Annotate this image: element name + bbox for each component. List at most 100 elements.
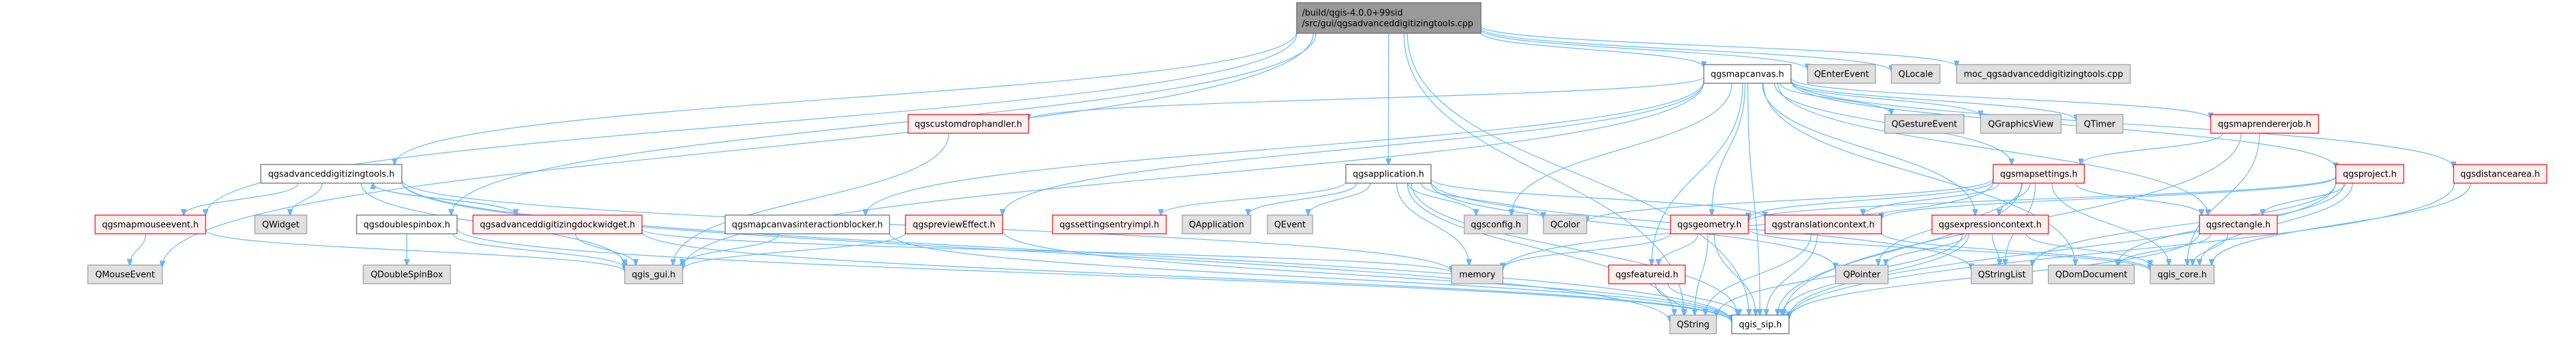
node-qgsproject[interactable]: qgsproject.h — [2335, 164, 2404, 184]
node-box — [1608, 264, 1686, 284]
node-label: qgsapplication.h — [1353, 170, 1424, 180]
node-qgis_sip[interactable]: qgis_sip.h — [1731, 314, 1790, 334]
node-label: QApplication — [1189, 220, 1244, 230]
node-qgscustomdrophandler[interactable]: qgscustomdrophandler.h — [907, 114, 1029, 134]
node-qgsgeometry[interactable]: qgsgeometry.h — [1670, 214, 1749, 234]
node-qgsmapsettings[interactable]: qgsmapsettings.h — [1993, 164, 2085, 184]
node-qgsmaprendererjob[interactable]: qgsmaprendererjob.h — [2210, 114, 2319, 134]
node-QLocale[interactable]: QLocale — [1891, 64, 1941, 84]
node-qgsadvanceddigitizingtools[interactable]: qgsadvanceddigitizingtools.h — [260, 164, 402, 184]
node-qgsapplication[interactable]: qgsapplication.h — [1345, 164, 1432, 184]
edge-qgsmapmouseevent-to-QMouseEvent — [130, 233, 146, 265]
node-qgstranslationcontext[interactable]: qgstranslationcontext.h — [1764, 214, 1882, 234]
node-box — [1670, 214, 1749, 234]
node-QStringList[interactable]: QStringList — [1971, 264, 2033, 284]
node-label: qgsdoublespinbox.h — [363, 220, 450, 230]
edge-root-to-qgsdoublespinbox — [451, 33, 1317, 215]
node-box — [1891, 64, 1941, 84]
edge-qgsapplication-to-QEvent — [1308, 182, 1371, 215]
node-QGestureEvent[interactable]: QGestureEvent — [1884, 114, 1965, 134]
node-QTimer[interactable]: QTimer — [2076, 114, 2124, 134]
node-qgsmapcanvasinteractionblocker[interactable]: qgsmapcanvasinteractionblocker.h — [724, 214, 890, 234]
edges-layer — [130, 25, 2472, 322]
node-box — [2335, 164, 2404, 184]
node-label: qgsrectangle.h — [2206, 220, 2271, 230]
node-QGraphicsView[interactable]: QGraphicsView — [1980, 114, 2062, 134]
edge-root-to-QEnterEvent — [1480, 29, 1808, 70]
node-label: qgsgeometry.h — [1677, 220, 1742, 230]
edge-qgsexpressioncontext-to-QPointer — [1886, 233, 1967, 265]
node-label: QGestureEvent — [1891, 120, 1957, 130]
node-box — [1993, 164, 2085, 184]
node-box — [1345, 164, 1432, 184]
node-label: QWidget — [262, 220, 299, 230]
node-box — [1703, 64, 1792, 84]
node-QMouseEvent[interactable]: QMouseEvent — [87, 264, 163, 284]
nodes-layer: /build/qgis-4.0.0+99sid/src/gui/qgsadvan… — [87, 2, 2547, 334]
edge-root-to-qgsapplication — [1388, 33, 1389, 165]
node-QColor[interactable]: QColor — [1543, 214, 1587, 234]
edge-qgsmapcanvas-to-QDomDocument — [1762, 83, 2076, 265]
node-label: qgsmapsettings.h — [2000, 170, 2077, 180]
node-label: qgis_core.h — [2158, 270, 2207, 280]
node-qgsdistancearea[interactable]: qgsdistancearea.h — [2453, 164, 2547, 184]
node-box — [1267, 214, 1313, 234]
node-label: QMouseEvent — [95, 270, 155, 280]
node-label: qgsmapcanvasinteractionblocker.h — [732, 220, 883, 230]
edge-qgsapplication-to-QColor — [1420, 182, 1543, 218]
node-moc[interactable]: moc_qgsadvanceddigitizingtools.cpp — [1956, 64, 2131, 84]
node-label: qgspreviewEffect.h — [913, 220, 995, 230]
node-qgsmapcanvas[interactable]: qgsmapcanvas.h — [1703, 64, 1792, 84]
node-QString[interactable]: QString — [1669, 314, 1717, 334]
edge-qgsgeometry-to-qgsfeatureid — [1659, 233, 1698, 265]
node-QDomDocument[interactable]: QDomDocument — [2048, 264, 2135, 284]
node-QDoubleSpinBox[interactable]: QDoubleSpinBox — [363, 264, 451, 284]
edge-qgstranslationcontext-to-qgis_sip — [1766, 233, 1818, 315]
node-qgsmapmouseevent[interactable]: qgsmapmouseevent.h — [94, 214, 206, 234]
node-qgspreviewEffect[interactable]: qgspreviewEffect.h — [905, 214, 1003, 234]
node-qgsconfig[interactable]: qgsconfig.h — [1464, 214, 1528, 234]
edge-qgsmapcanvas-to-qgsrectangle — [1777, 83, 2208, 215]
node-qgis_core[interactable]: qgis_core.h — [2150, 264, 2215, 284]
node-qgsexpressioncontext[interactable]: qgsexpressioncontext.h — [1931, 214, 2049, 234]
node-QEvent[interactable]: QEvent — [1267, 214, 1313, 234]
node-label: QEvent — [1274, 220, 1305, 230]
edge-qgsmapcanvas-to-qgis_gui — [683, 81, 1704, 269]
node-box — [2150, 264, 2215, 284]
node-qgsrectangle[interactable]: qgsrectangle.h — [2199, 214, 2278, 234]
edge-qgsmapsettings-to-qgsrectangle — [2075, 182, 2201, 215]
node-QWidget[interactable]: QWidget — [254, 214, 307, 234]
node-qgssettingsentryimpl[interactable]: qgssettingsentryimpl.h — [1052, 214, 1167, 234]
edge-qgsmapmouseevent-to-qgis_gui — [205, 229, 625, 272]
node-memory[interactable]: memory — [1451, 264, 1504, 284]
node-qgsfeatureid[interactable]: qgsfeatureid.h — [1608, 264, 1686, 284]
edge-qgsgeometry-to-qgis_sip — [1714, 233, 1756, 315]
node-box — [94, 214, 206, 234]
edge-qgsapplication-to-QApplication — [1248, 182, 1357, 215]
edge-qgsapplication-to-qgssettingsentryimpl — [1161, 181, 1347, 215]
edge-qgsadvanceddigitizingtools-to-QWidget — [290, 182, 323, 215]
node-qgsdoublespinbox[interactable]: qgsdoublespinbox.h — [356, 214, 458, 234]
node-label: /src/gui/qgsadvanceddigitizingtools.cpp — [1302, 19, 1474, 29]
edge-qgstranslationcontext-to-qgis_core — [1881, 232, 2150, 270]
node-qgis_gui[interactable]: qgis_gui.h — [624, 264, 683, 284]
node-label: QGraphicsView — [1988, 120, 2054, 130]
node-QPointer[interactable]: QPointer — [1835, 264, 1889, 284]
node-box — [1835, 264, 1889, 284]
node-box — [1296, 2, 1482, 34]
edge-qgsmapcanvas-to-qgsgeometry — [1712, 83, 1746, 215]
node-label: QEnterEvent — [1814, 70, 1869, 80]
node-QApplication[interactable]: QApplication — [1182, 214, 1251, 234]
node-root[interactable]: /build/qgis-4.0.0+99sid/src/gui/qgsadvan… — [1296, 2, 1482, 34]
node-box — [1884, 114, 1965, 134]
node-box — [472, 214, 643, 234]
node-label: QLocale — [1899, 70, 1933, 80]
node-label: QDoubleSpinBox — [371, 270, 443, 280]
node-QEnterEvent[interactable]: QEnterEvent — [1807, 64, 1876, 84]
edge-qgsexpressioncontext-to-QStringList — [1992, 233, 2000, 265]
edge-qgsmapsettings-to-qgsgeometry — [1748, 180, 1994, 219]
node-qgsadvanceddigitizingdockwidget[interactable]: qgsadvanceddigitizingdockwidget.h — [472, 214, 643, 234]
node-label: qgis_gui.h — [632, 270, 676, 280]
edge-qgsadvanceddigitizingdockwidget-to-qgis_sip — [641, 231, 1732, 322]
